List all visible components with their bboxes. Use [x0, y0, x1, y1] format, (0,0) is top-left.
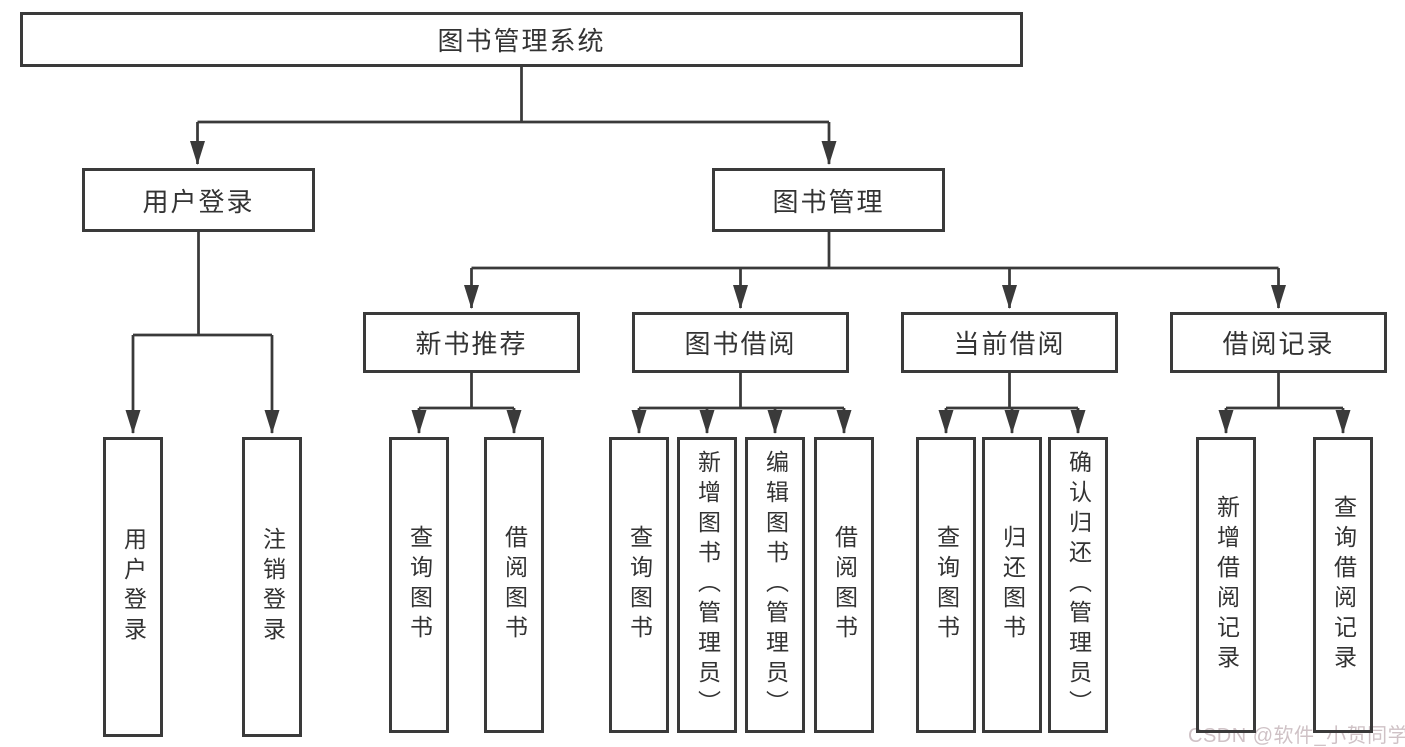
node-new-book-recommend: 新书推荐	[363, 312, 580, 373]
node-new-book-recommend-label: 新书推荐	[415, 329, 528, 359]
leaf-borrow-books-label: 借阅图书	[831, 525, 858, 645]
node-root: 图书管理系统	[20, 12, 1023, 67]
leaf-user-login-label: 用户登录	[120, 527, 147, 647]
leaf-current-query-books-label: 查询图书	[933, 525, 960, 645]
leaf-add-borrow-record-label: 新增借阅记录	[1213, 495, 1240, 675]
node-current-borrow-label: 当前借阅	[953, 329, 1066, 359]
leaf-return-books: 归还图书	[982, 437, 1042, 733]
leaf-edit-books-admin-label: 编辑图书（管理员）	[762, 450, 789, 720]
watermark: CSDN @软件_小贺同学	[1188, 725, 1405, 747]
leaf-borrow-books: 借阅图书	[814, 437, 874, 733]
leaf-add-borrow-record: 新增借阅记录	[1196, 437, 1256, 733]
leaf-recommend-borrow-books-label: 借阅图书	[501, 525, 528, 645]
node-current-borrow: 当前借阅	[901, 312, 1118, 373]
node-root-label: 图书管理系统	[437, 26, 606, 56]
leaf-query-borrow-record-label: 查询借阅记录	[1330, 495, 1357, 675]
leaf-current-query-books: 查询图书	[916, 437, 976, 733]
leaf-logout-label: 注销登录	[259, 527, 286, 647]
leaf-return-books-label: 归还图书	[999, 525, 1026, 645]
leaf-edit-books-admin: 编辑图书（管理员）	[745, 437, 805, 733]
node-book-management: 图书管理	[712, 168, 945, 232]
leaf-confirm-return-admin: 确认归还（管理员）	[1048, 437, 1108, 733]
node-book-borrow-label: 图书借阅	[684, 329, 797, 359]
node-user-login: 用户登录	[82, 168, 315, 232]
leaf-recommend-borrow-books: 借阅图书	[484, 437, 544, 733]
leaf-user-login: 用户登录	[103, 437, 163, 737]
leaf-borrow-query-books-label: 查询图书	[626, 525, 653, 645]
node-book-management-label: 图书管理	[772, 186, 885, 217]
leaf-logout: 注销登录	[242, 437, 302, 737]
leaf-add-books-admin-label: 新增图书（管理员）	[694, 450, 721, 720]
leaf-add-books-admin: 新增图书（管理员）	[677, 437, 737, 733]
leaf-query-borrow-record: 查询借阅记录	[1313, 437, 1373, 733]
node-borrow-records-label: 借阅记录	[1222, 329, 1335, 359]
node-user-login-label: 用户登录	[142, 186, 255, 217]
node-borrow-records: 借阅记录	[1170, 312, 1387, 373]
leaf-recommend-query-books-label: 查询图书	[406, 525, 433, 645]
node-book-borrow: 图书借阅	[632, 312, 849, 373]
leaf-confirm-return-admin-label: 确认归还（管理员）	[1065, 450, 1092, 720]
leaf-borrow-query-books: 查询图书	[609, 437, 669, 733]
leaf-recommend-query-books: 查询图书	[389, 437, 449, 733]
